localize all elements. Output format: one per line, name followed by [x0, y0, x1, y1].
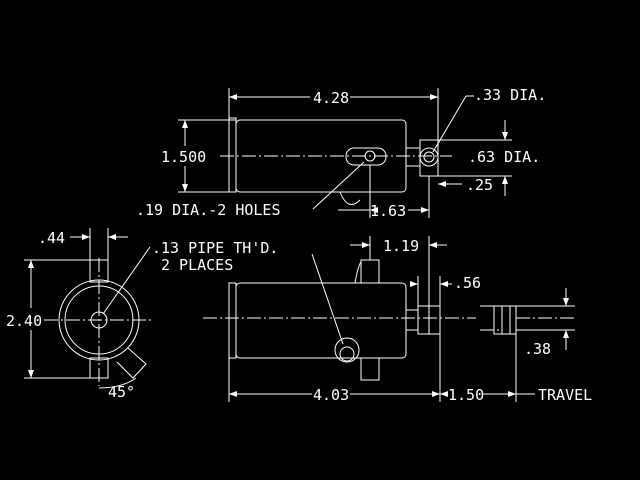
arrowhead — [430, 94, 438, 100]
arrowhead — [502, 132, 508, 140]
leader-line — [432, 95, 467, 153]
top-view: 4.28 1.500 .33 DIA. .63 DIA. .25 .19 DIA… — [136, 86, 546, 220]
arrowhead — [229, 94, 237, 100]
side-top-port — [360, 259, 380, 284]
arrowhead — [432, 391, 440, 397]
dim-travel-label: TRAVEL — [538, 386, 592, 404]
arrowhead — [108, 234, 116, 240]
dim-port-to-end: 1.19 — [383, 237, 419, 255]
arrowhead — [429, 242, 437, 248]
dim-pipe-thread: .13 PIPE TH'D. — [152, 239, 278, 257]
arrowhead — [421, 207, 429, 213]
end-angled-port — [116, 347, 147, 379]
top-rod-eye-block — [419, 139, 439, 177]
dim-stroke: 1.50 — [448, 386, 484, 404]
side-rear-cap — [228, 282, 237, 359]
dim-pipe-thread-count: 2 PLACES — [161, 256, 233, 274]
leader-line — [311, 253, 344, 345]
side-phantom-clevis — [493, 305, 517, 335]
side-body — [235, 282, 407, 359]
end-bottom-port — [89, 357, 109, 379]
side-bottom-port — [360, 357, 380, 381]
arrowhead — [508, 391, 516, 397]
arrowhead — [410, 281, 418, 287]
end-view: .44 .13 PIPE TH'D. 2 PLACES 2.40 45° — [6, 228, 278, 401]
arrowhead — [440, 391, 448, 397]
arrowhead — [28, 370, 34, 378]
dim-port-length: 4.03 — [313, 386, 349, 404]
arrowhead — [440, 281, 448, 287]
end-top-port — [89, 259, 109, 283]
side-front-port-outer — [334, 337, 360, 363]
leader-line — [102, 246, 151, 315]
arrowhead — [438, 181, 446, 187]
arrowhead — [563, 330, 569, 338]
dim-port-width: .44 — [38, 229, 65, 247]
side-front-port-inner — [339, 346, 355, 362]
top-port-bulge — [339, 191, 361, 205]
top-rod-eye-outer — [419, 147, 439, 167]
arrowhead — [182, 120, 188, 128]
dim-rod-end-height: .38 — [524, 340, 551, 358]
arrowhead — [82, 234, 90, 240]
arrowhead — [370, 207, 378, 213]
dim-port-angle: 45° — [108, 383, 135, 401]
arrowhead — [182, 184, 188, 192]
dim-hole-offset: 1.63 — [370, 202, 406, 220]
dim-mount-holes: .19 DIA.-2 HOLES — [136, 201, 281, 219]
arrowhead — [28, 260, 34, 268]
dim-rod-end-offset: .25 — [466, 176, 493, 194]
leader-line — [312, 161, 365, 210]
dim-rod-clevis: .56 — [454, 274, 481, 292]
arrowhead — [563, 298, 569, 306]
top-rear-cap — [228, 117, 237, 193]
top-rod-eye-hole — [423, 151, 435, 163]
dim-body-length: 4.28 — [313, 89, 349, 107]
arrowhead — [362, 242, 370, 248]
side-top-port-fillet — [354, 261, 362, 284]
dim-rod-hole-dia: .33 DIA. — [474, 86, 546, 104]
dim-end-view-height: 2.40 — [6, 312, 42, 330]
angle-arc — [98, 377, 137, 389]
arrowhead — [229, 391, 237, 397]
arrowhead — [502, 176, 508, 184]
side-view: 1.19 .56 .38 4.03 1.50 TRAVEL — [203, 236, 592, 404]
dim-rod-end-dia: .63 DIA. — [468, 148, 540, 166]
dim-body-diameter: 1.500 — [161, 148, 206, 166]
